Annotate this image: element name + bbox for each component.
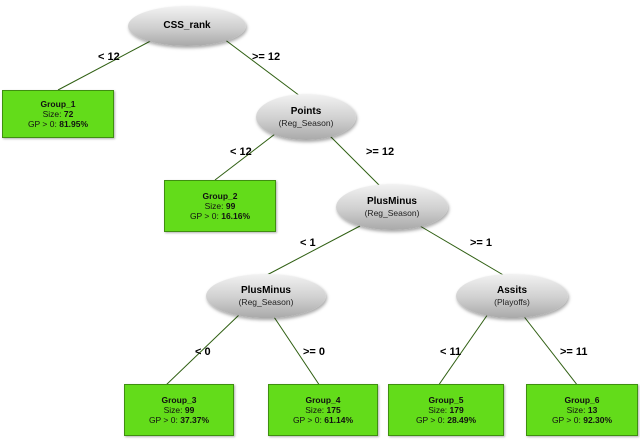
leaf-gp: GP > 0: 37.37% <box>148 415 210 425</box>
edge-label-pmtop-left: < 1 <box>300 237 316 249</box>
leaf-group-6: Group_6 Size: 13 GP > 0: 92.30% <box>526 384 638 436</box>
node-points: Points (Reg_Season) <box>256 94 356 140</box>
edge-plusminus-assits <box>419 225 506 277</box>
leaf-size: Size: 99 <box>163 405 195 415</box>
leaf-gp: GP > 0: 92.30% <box>551 415 613 425</box>
leaf-gp: GP > 0: 28.49% <box>415 415 477 425</box>
node-css-rank: CSS_rank <box>128 6 246 46</box>
edge-root-group1 <box>57 35 161 91</box>
edge-points-plusminus <box>327 133 381 187</box>
leaf-gp: GP > 0: 81.95% <box>27 119 89 129</box>
node-subtitle: (Reg_Season) <box>238 296 294 307</box>
edge-assits-group5 <box>437 313 489 387</box>
leaf-name: Group_1 <box>40 99 76 109</box>
edge-label-root-right: >= 12 <box>252 51 281 63</box>
leaf-group-1: Group_1 Size: 72 GP > 0: 81.95% <box>2 90 114 138</box>
leaf-size: Size: 179 <box>428 405 464 415</box>
edge-label-assits-right: >= 11 <box>560 346 588 358</box>
leaf-name: Group_2 <box>202 191 238 201</box>
leaf-size: Size: 13 <box>566 405 598 415</box>
leaf-size: Size: 175 <box>305 405 341 415</box>
edge-label-points-left: < 12 <box>230 146 252 158</box>
edge-label-points-right: >= 12 <box>366 146 395 158</box>
edge-root-points <box>219 35 301 97</box>
node-plusminus-left: PlusMinus (Reg_Season) <box>206 274 326 318</box>
edge-pmleft-group4 <box>271 313 321 387</box>
node-subtitle: (Reg_Season) <box>364 207 420 218</box>
leaf-name: Group_6 <box>564 395 600 405</box>
edge-points-group2 <box>214 133 276 181</box>
edge-label-root-left: < 12 <box>98 51 120 63</box>
leaf-gp: GP > 0: 16.16% <box>189 211 251 221</box>
node-title: Assits <box>496 284 527 296</box>
edge-label-pmtop-right: >= 1 <box>470 237 493 249</box>
node-subtitle: (Playoffs) <box>494 296 530 307</box>
node-title: PlusMinus <box>240 284 291 296</box>
node-subtitle: (Reg_Season) <box>278 117 334 128</box>
leaf-group-3: Group_3 Size: 99 GP > 0: 37.37% <box>124 384 234 436</box>
edge-label-pmleft-right: >= 0 <box>303 346 326 358</box>
node-title: Points <box>290 105 322 117</box>
leaf-group-2: Group_2 Size: 99 GP > 0: 16.16% <box>164 180 276 232</box>
node-assits: Assits (Playoffs) <box>456 274 568 318</box>
edge-plusminus-plusminus <box>264 225 361 277</box>
node-title: CSS_rank <box>163 20 211 31</box>
node-plusminus-top: PlusMinus (Reg_Season) <box>336 184 448 230</box>
edge-pmleft-group3 <box>164 313 241 387</box>
leaf-size: Size: 99 <box>204 201 236 211</box>
leaf-name: Group_3 <box>161 395 197 405</box>
leaf-size: Size: 72 <box>42 109 74 119</box>
edge-label-pmleft-left: < 0 <box>195 346 211 358</box>
leaf-gp: GP > 0: 61.14% <box>292 415 354 425</box>
leaf-group-5: Group_5 Size: 179 GP > 0: 28.49% <box>388 384 504 436</box>
leaf-name: Group_5 <box>428 395 464 405</box>
edge-assits-group6 <box>521 313 579 387</box>
edge-label-assits-left: < 11 <box>440 346 462 358</box>
leaf-group-4: Group_4 Size: 175 GP > 0: 61.14% <box>268 384 378 436</box>
node-title: PlusMinus <box>366 195 417 207</box>
leaf-name: Group_4 <box>305 395 341 405</box>
